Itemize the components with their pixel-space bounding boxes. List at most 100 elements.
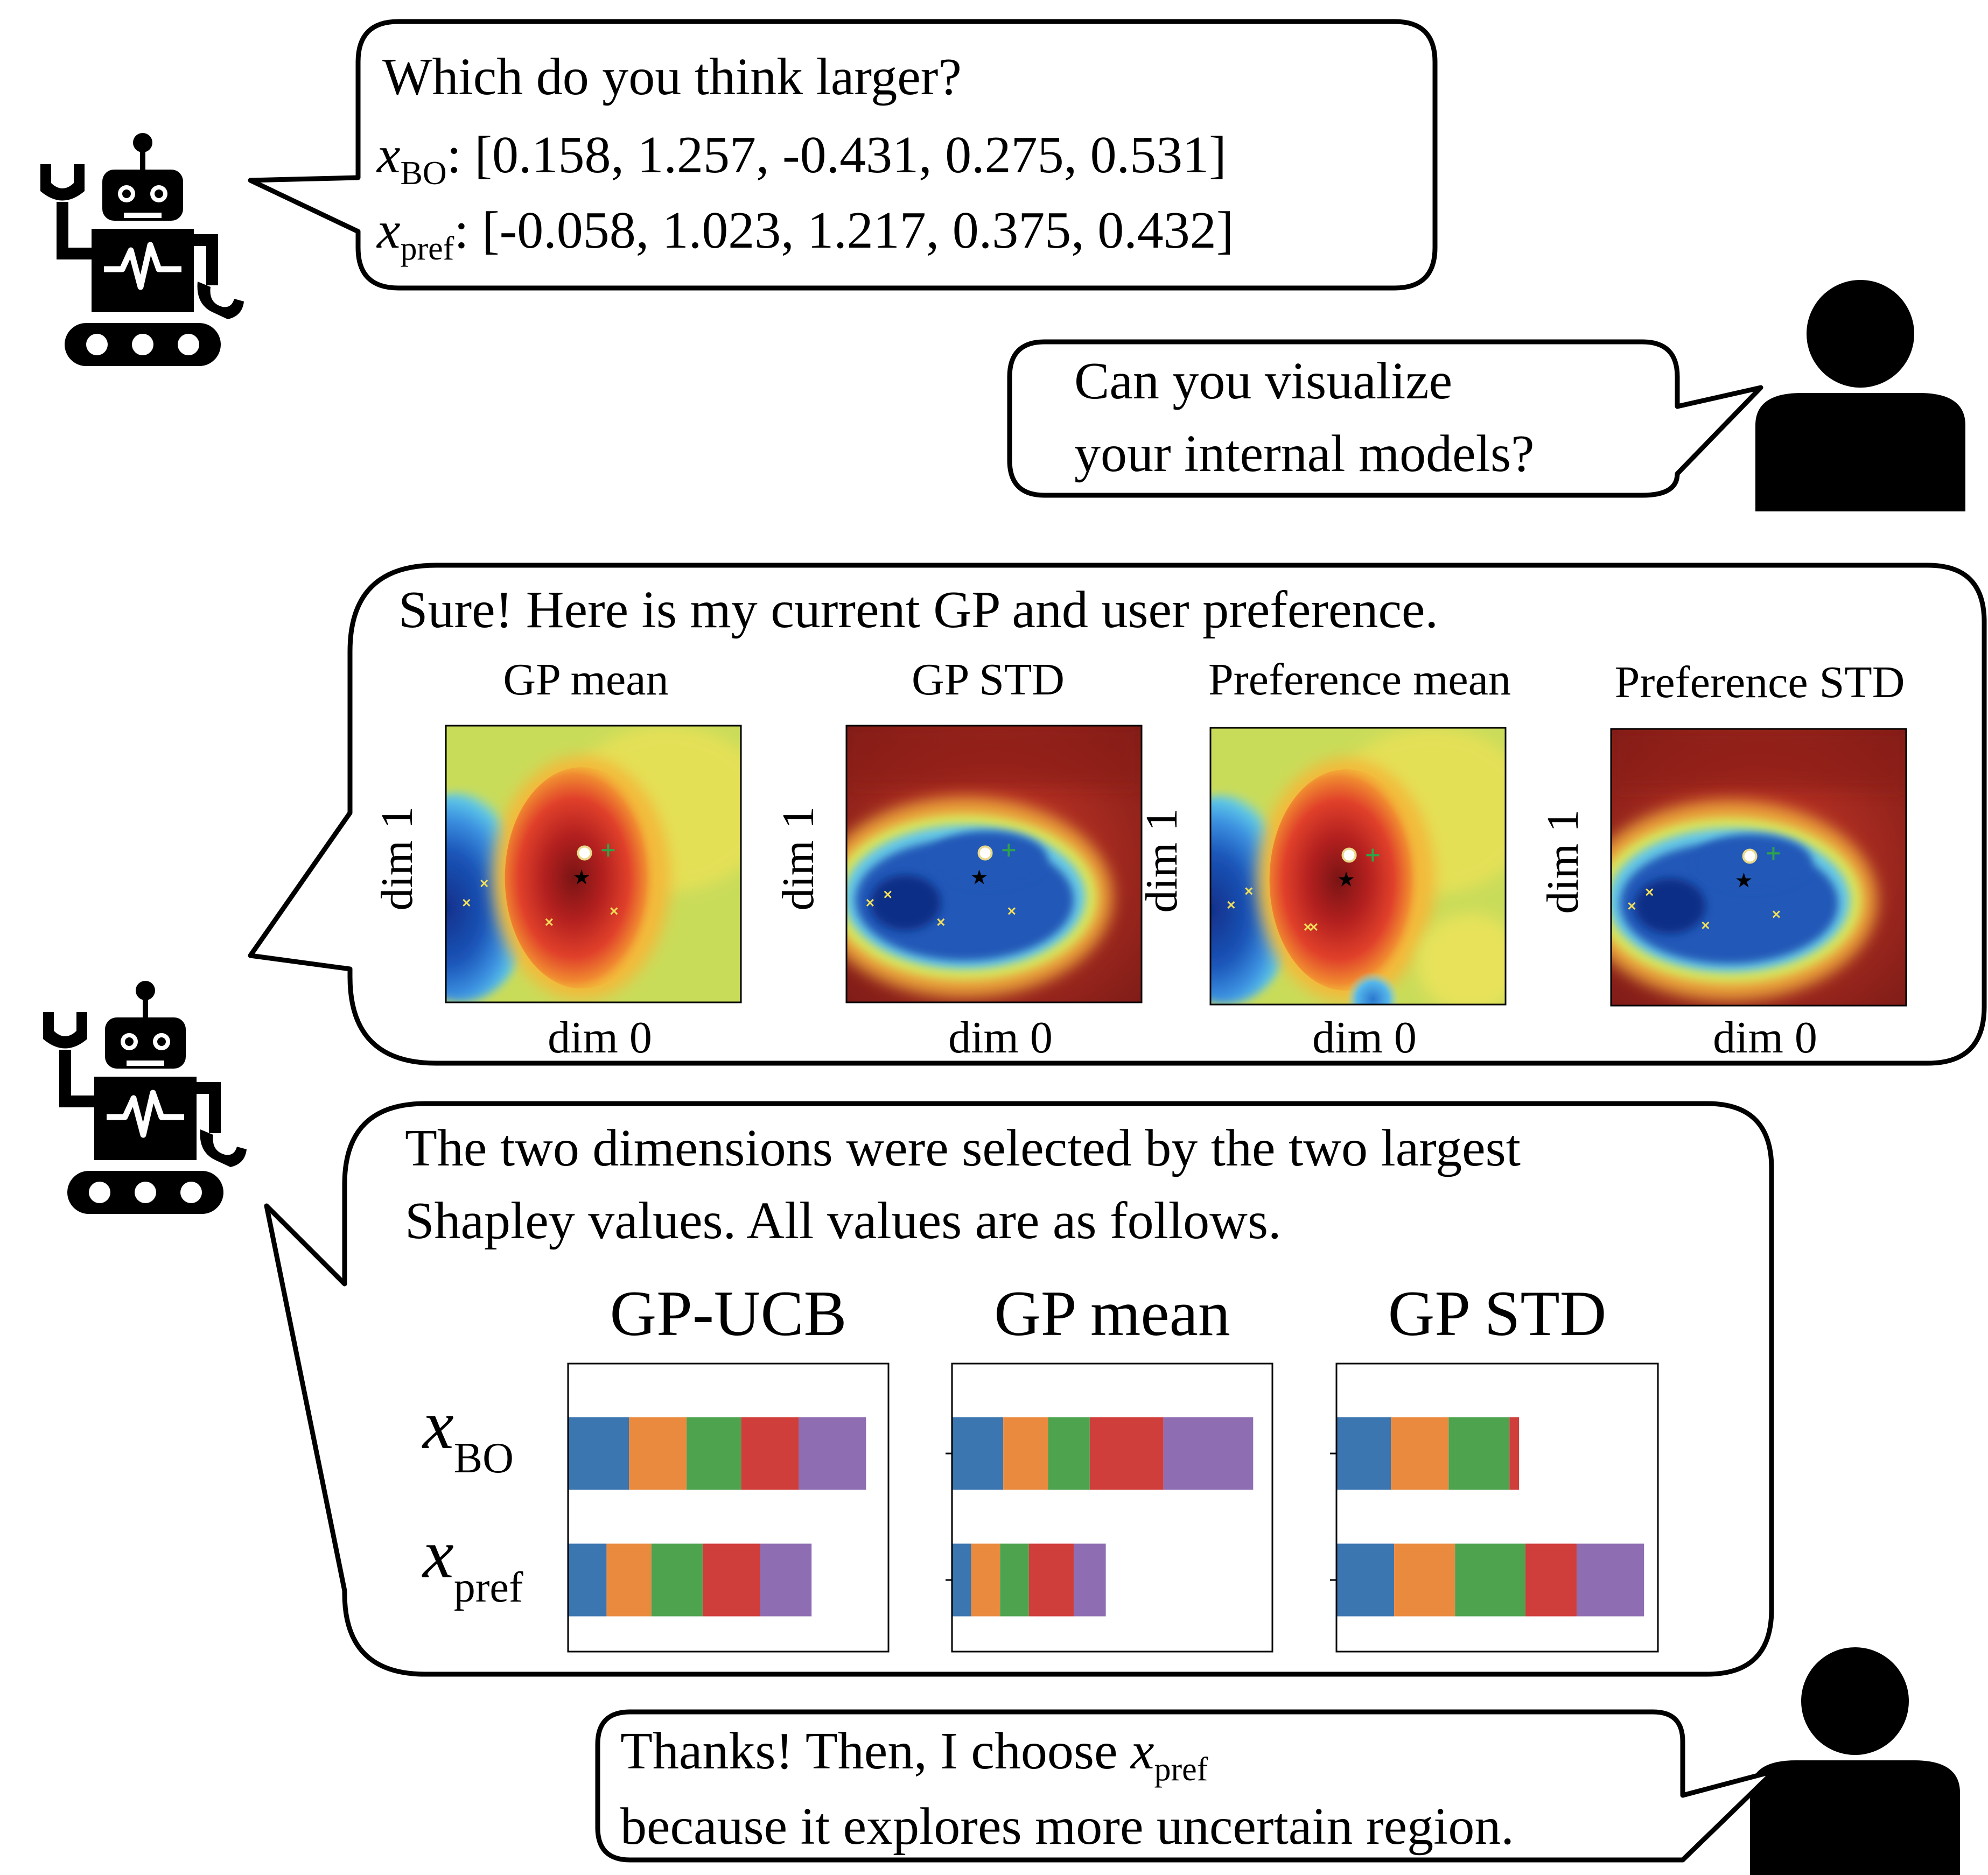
- heatmap-frame: [1610, 728, 1907, 1007]
- robot-bubble-1: Which do you think larger? xBO: [0.158, …: [248, 19, 1438, 291]
- observation-marker: [1772, 910, 1780, 918]
- shapley-bar-segment: [702, 1543, 760, 1617]
- person-icon-bottom: [1750, 1647, 1960, 1875]
- shapley-bar-segment: [568, 1543, 607, 1617]
- shapley-bar-segment: [1391, 1417, 1449, 1490]
- shapley-bar-segment: [1048, 1417, 1090, 1490]
- heatmap-xlabel: dim 0: [948, 1013, 1053, 1063]
- shapley-bar-segment: [629, 1417, 687, 1490]
- heatmap-title: GP STD: [912, 655, 1065, 705]
- user-bubble-1: Can you visualize your internal models?: [1007, 339, 1763, 498]
- shapley-bar-segment: [1028, 1543, 1074, 1617]
- heatmap-ylabel: dim 1: [372, 806, 422, 911]
- shapley-panel-title: GP mean: [994, 1277, 1230, 1349]
- user-bubble-2: Thanks! Then, I choose xpref because it …: [595, 1709, 1777, 1863]
- shapley-panel: GP STD: [1330, 1277, 1659, 1653]
- shapley-bar-segment: [1003, 1417, 1048, 1490]
- shapley-bar-segment: [1074, 1543, 1106, 1617]
- observation-marker: [610, 907, 618, 915]
- shapley-bar-segment: [1509, 1417, 1520, 1490]
- observation-marker: [463, 898, 471, 907]
- x-bo-var: x: [376, 126, 401, 184]
- shapley-text-line-2: Shapley values. All values are as follow…: [405, 1192, 1282, 1250]
- x-bo-marker: [577, 845, 592, 861]
- best-point-star: ★: [1337, 869, 1355, 891]
- shapley-panel: GP mean: [946, 1277, 1273, 1653]
- robot-icon-middle: [43, 981, 247, 1214]
- shapley-bar-segment: [606, 1543, 652, 1617]
- shapley-panel-title: GP-UCB: [610, 1277, 846, 1349]
- x-pref-marker: [1002, 844, 1016, 857]
- x-bo-line: xBO: [0.158, 1.257, -0.431, 0.275, 0.531…: [376, 126, 1227, 192]
- shapley-row-label: xBO: [422, 1386, 514, 1482]
- observation-marker: [884, 890, 892, 898]
- shapley-bar-segment: [651, 1543, 703, 1617]
- user-request-line-2: your internal models?: [1074, 425, 1535, 483]
- x-bo-marker: [977, 845, 993, 861]
- x-pref-values: : [-0.058, 1.023, 1.217, 0.375, 0.432]: [454, 201, 1234, 259]
- shapley-bar-segment: [971, 1543, 1000, 1617]
- person-icon-top: [1755, 280, 1965, 511]
- x-pref-subscript: pref: [401, 230, 454, 267]
- heatmap-ylabel: dim 1: [773, 806, 823, 911]
- user-choice-line-1: Thanks! Then, I choose xpref: [620, 1722, 1208, 1788]
- shapley-bar-segment: [568, 1417, 629, 1490]
- observation-marker: [937, 918, 945, 926]
- shapley-bar-segment: [1336, 1417, 1391, 1490]
- user-choice-prefix: Thanks! Then, I choose: [620, 1722, 1131, 1780]
- heatmap-ylabel: dim 1: [1538, 810, 1588, 914]
- shapley-text-line-1: The two dimensions were selected by the …: [405, 1119, 1521, 1177]
- heatmap-title: Preference mean: [1208, 655, 1511, 705]
- heatmap-intro-text: Sure! Here is my current GP and user pre…: [398, 581, 1438, 639]
- x-pref-line: xpref: [-0.058, 1.023, 1.217, 0.375, 0.4…: [376, 201, 1234, 267]
- heatmap-xlabel: dim 0: [1312, 1013, 1417, 1063]
- shapley-bar-segment: [1448, 1417, 1510, 1490]
- x-bo-subscript: BO: [401, 155, 447, 192]
- heatmap-xlabel: dim 0: [1713, 1013, 1817, 1063]
- x-bo-marker: [1341, 847, 1357, 863]
- shapley-row-label: xpref: [422, 1515, 523, 1611]
- best-point-star: ★: [1735, 870, 1753, 893]
- heatmap-title: Preference STD: [1615, 657, 1905, 707]
- heatmap-xlabel: dim 0: [548, 1013, 652, 1063]
- robot-bubble-3: The two dimensions were selected by the …: [264, 1101, 1774, 1677]
- shapley-bar-segment: [1525, 1543, 1577, 1617]
- shapley-bar-segment: [952, 1417, 1004, 1490]
- question-text: Which do you think larger?: [382, 48, 962, 106]
- x-pref-marker: [1767, 847, 1780, 860]
- shapley-bar-segment: [1394, 1543, 1455, 1617]
- observation-marker: [1007, 907, 1016, 915]
- observation-marker: [1628, 902, 1636, 910]
- user-choice-line-2: because it explores more uncertain regio…: [620, 1797, 1514, 1856]
- shapley-bar-segment: [741, 1417, 799, 1490]
- heatmap-panel: ★ GP STD dim 0 dim 1: [773, 655, 1143, 1063]
- best-point-star: ★: [572, 867, 591, 889]
- shapley-panel-frame: [951, 1363, 1273, 1653]
- heatmap-frame: [845, 725, 1143, 1003]
- observation-marker: [1304, 923, 1312, 931]
- heatmap-frame: [445, 725, 742, 1003]
- shapley-bar-segment: [799, 1417, 866, 1490]
- observation-marker: [1310, 923, 1318, 931]
- x-bo-values: : [0.158, 1.257, -0.431, 0.275, 0.531]: [447, 126, 1227, 184]
- shapley-bar-segment: [1163, 1417, 1254, 1490]
- best-point-star: ★: [970, 867, 989, 889]
- shapley-bar-segment: [687, 1417, 741, 1490]
- shapley-panel-title: GP STD: [1388, 1277, 1607, 1349]
- x-bo-marker: [1742, 848, 1758, 864]
- shapley-bar-segment: [1000, 1543, 1029, 1617]
- shapley-panel: GP-UCB: [567, 1277, 890, 1653]
- robot-icon-top: [40, 133, 244, 366]
- x-pref-marker: [1366, 848, 1380, 862]
- observation-marker: [1245, 887, 1253, 895]
- shapley-bar-segment: [1455, 1543, 1526, 1617]
- observation-marker: [1227, 901, 1235, 909]
- heatmap-frame: [1209, 727, 1507, 1006]
- shapley-panel-frame: [1335, 1363, 1659, 1653]
- user-request-line-1: Can you visualize: [1074, 352, 1452, 410]
- shapley-bar-charts: GP-UCB GP mean GP STD xBO xpref: [422, 1277, 1659, 1653]
